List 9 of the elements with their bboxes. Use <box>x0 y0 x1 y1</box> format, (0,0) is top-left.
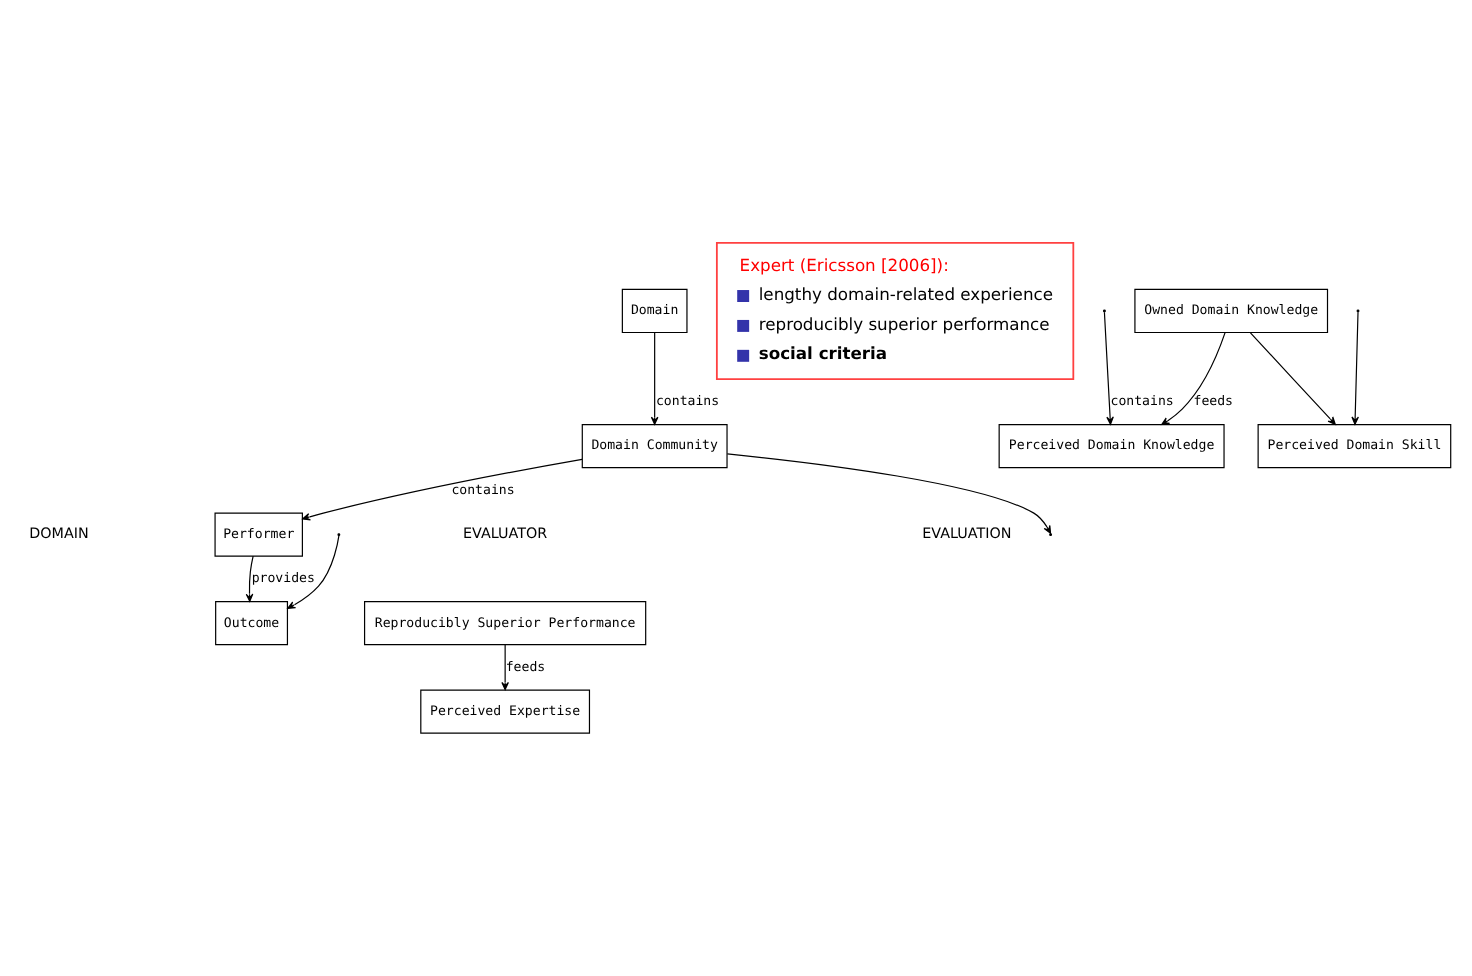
arrow <box>245 555 254 602</box>
arrow <box>302 458 583 521</box>
arrow <box>293 535 340 606</box>
node-box: Expert (Ericsson [2006]): lengthy domain-related experience reproducibly superior performance social criteria <box>715 241 1075 381</box>
arrow <box>1161 332 1226 426</box>
arrow <box>501 644 509 691</box>
arrow <box>1249 332 1336 425</box>
arrow <box>1103 311 1111 418</box>
arrow <box>650 332 659 425</box>
